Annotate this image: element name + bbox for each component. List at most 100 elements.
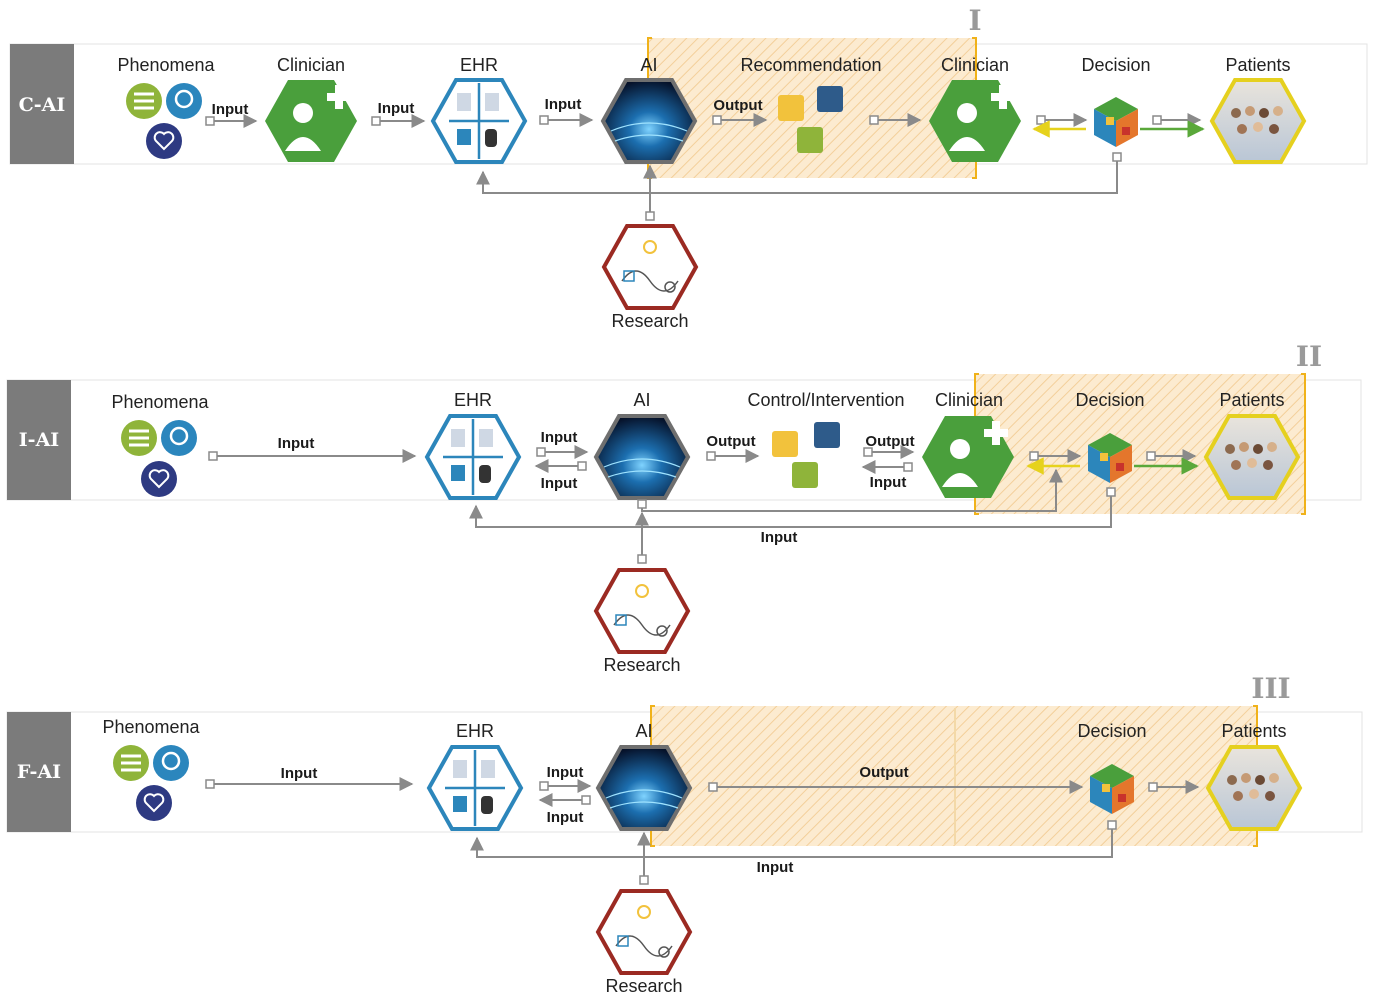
research-node: [593, 568, 691, 654]
watch-icon: [481, 796, 493, 814]
roman-numeral: I: [968, 4, 981, 37]
panel-f-ai: III F-AI Phenomena EHR AI Decision Patie…: [6, 672, 1363, 996]
edge-arrow-loop: [470, 829, 1113, 858]
connector-port: [1106, 487, 1116, 497]
watch-icon: [479, 465, 491, 483]
ehr-label: EHR: [454, 390, 492, 410]
connector-port: [903, 462, 913, 472]
edge-arrow-loop: [641, 468, 1063, 512]
decision-label: Decision: [1077, 721, 1146, 741]
heart-icon: [141, 461, 177, 497]
panel-c-ai: I C-AI Phenomena Clinician EHR AI Recomm…: [9, 4, 1368, 331]
decision-cube-icon: [1094, 97, 1138, 147]
lightbulb-icon: [637, 905, 651, 919]
crowd-icon: [1225, 442, 1277, 470]
ai-node: [593, 414, 691, 500]
clinician-node: [929, 80, 1021, 162]
edge-label-output: Output: [865, 433, 914, 450]
crowd-icon: [1231, 106, 1283, 134]
ai-hexagon: [595, 745, 693, 831]
edge-label-input: Input: [547, 809, 584, 826]
edge-label-output: Output: [713, 97, 762, 114]
edge-label-input: Input: [541, 429, 578, 446]
connector-port: [539, 115, 549, 125]
connector-port: [577, 461, 587, 471]
watch-icon: [485, 129, 497, 147]
research-hexagon: [593, 568, 691, 654]
connector-port: [205, 116, 215, 126]
brain-icon: [153, 745, 189, 781]
roman-numeral: III: [1251, 672, 1290, 705]
heart-icon: [146, 123, 182, 159]
monitor-icon: [457, 93, 471, 111]
band-tab: [10, 44, 74, 164]
clinician-node: [922, 416, 1014, 498]
connector-port: [539, 781, 549, 791]
heart-icon: [136, 785, 172, 821]
connector-port: [208, 451, 218, 461]
edge-label-input: Input: [278, 435, 315, 452]
band-tab: [7, 380, 71, 500]
edge-label-input: Input: [547, 764, 584, 781]
ai-label: AI: [633, 390, 650, 410]
monitor-icon: [451, 429, 465, 447]
connector-port: [536, 447, 546, 457]
clinician-label: Clinician: [941, 55, 1009, 75]
edge-label-input: Input: [212, 101, 249, 118]
phenomena-label: Phenomena: [111, 392, 209, 412]
control-intervention-label: Control/Intervention: [747, 390, 904, 410]
lightbulb-icon: [643, 240, 657, 254]
edges: Input Input Input Output: [205, 96, 1205, 221]
decision-label: Decision: [1081, 55, 1150, 75]
network-icon: [610, 122, 688, 142]
network-icon: [603, 458, 681, 478]
ehr-node: [426, 745, 524, 831]
connector-port: [371, 116, 381, 126]
phenomena-label: Phenomena: [117, 55, 215, 75]
band-tab: [7, 712, 71, 832]
patients-node: [1205, 745, 1303, 831]
edge-label-input: Input: [757, 859, 794, 876]
ai-node: [600, 78, 698, 164]
research-hexagon: [601, 224, 699, 310]
phenomena-icons: [126, 83, 202, 159]
edge-label-input: Input: [541, 475, 578, 492]
patients-label: Patients: [1219, 390, 1284, 410]
decision-cube-icon: [1090, 764, 1134, 814]
brain-icon: [161, 420, 197, 456]
decision-cube-icon: [1088, 433, 1132, 483]
medical-cross-icon: [984, 421, 1008, 445]
clinician-label: Clinician: [935, 390, 1003, 410]
ehr-node: [430, 78, 528, 164]
recommendation-label: Recommendation: [740, 55, 881, 75]
connector-port: [645, 211, 655, 221]
patients-label: Patients: [1221, 721, 1286, 741]
edge-arrow-loop: [476, 161, 1118, 194]
patients-hexagon: [1209, 78, 1307, 164]
clinician-label: Clinician: [277, 55, 345, 75]
connector-port: [639, 875, 649, 885]
connector-port: [581, 795, 591, 805]
panel-i-ai: II I-AI Phenomena EHR AI Control/Interve…: [6, 340, 1362, 675]
research-label: Research: [611, 311, 688, 331]
patients-label: Patients: [1225, 55, 1290, 75]
research-node: [601, 224, 699, 310]
connector-port: [1146, 451, 1156, 461]
ehr-label: EHR: [460, 55, 498, 75]
research-node: [595, 889, 693, 975]
edge-label-input: Input: [761, 529, 798, 546]
band-label: C-AI: [19, 94, 66, 116]
connector-port: [708, 782, 718, 792]
ehr-node: [424, 414, 522, 500]
medical-cross-icon: [327, 85, 351, 109]
connector-port: [1107, 820, 1117, 830]
phenomena-icons: [121, 420, 197, 497]
ehr-label: EHR: [456, 721, 494, 741]
patients-node: [1203, 414, 1301, 500]
connector-port: [637, 554, 647, 564]
connector-port: [205, 779, 215, 789]
edge-label-input: Input: [870, 474, 907, 491]
ai-node: [595, 745, 693, 831]
connector-port: [637, 499, 647, 509]
